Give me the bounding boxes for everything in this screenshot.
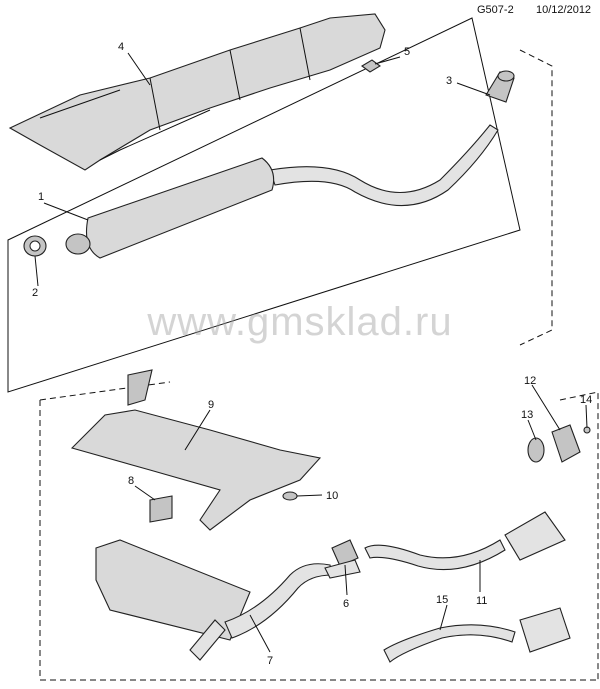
callout-14: 14 xyxy=(580,394,592,406)
drawing-code: G507-2 xyxy=(477,4,514,16)
tailpipe-part-15 xyxy=(383,624,516,663)
callout-11: 11 xyxy=(476,595,487,607)
clip-part-5 xyxy=(361,59,381,73)
drawing-date: 10/12/2012 xyxy=(536,4,592,16)
crossmember-part-9 xyxy=(70,409,322,531)
callout-6: 6 xyxy=(343,598,349,610)
lower-dash-frame xyxy=(39,381,599,681)
rear-muffler xyxy=(95,539,251,641)
upper-assembly-frame xyxy=(7,17,521,393)
callout-1: 1 xyxy=(38,191,44,203)
callout-9: 9 xyxy=(208,399,214,411)
callout-12: 12 xyxy=(524,375,536,387)
callout-13: 13 xyxy=(521,409,533,421)
callout-15: 15 xyxy=(436,594,448,606)
clamp-part-6 xyxy=(331,539,359,567)
heat-shield-upper xyxy=(8,13,386,171)
tailpipe-part-11 xyxy=(364,539,506,571)
muffler-front xyxy=(85,157,275,259)
watermark: www.gmsklad.ru xyxy=(147,300,453,344)
insulator-part-13 xyxy=(527,437,545,463)
callout-4: 4 xyxy=(118,41,124,53)
callout-2: 2 xyxy=(32,287,38,299)
callout-8: 8 xyxy=(128,475,134,487)
callout-3: 3 xyxy=(446,75,452,87)
bracket-part-8 xyxy=(149,495,173,523)
callout-7: 7 xyxy=(267,655,273,667)
callout-5: 5 xyxy=(404,46,410,58)
hanger-part-12 xyxy=(551,424,581,463)
callout-10: 10 xyxy=(326,490,338,502)
intermediate-pipe xyxy=(269,124,499,207)
upper-dash-guide xyxy=(519,49,553,346)
washer-part-10 xyxy=(282,491,298,501)
leader-lines xyxy=(34,52,588,653)
